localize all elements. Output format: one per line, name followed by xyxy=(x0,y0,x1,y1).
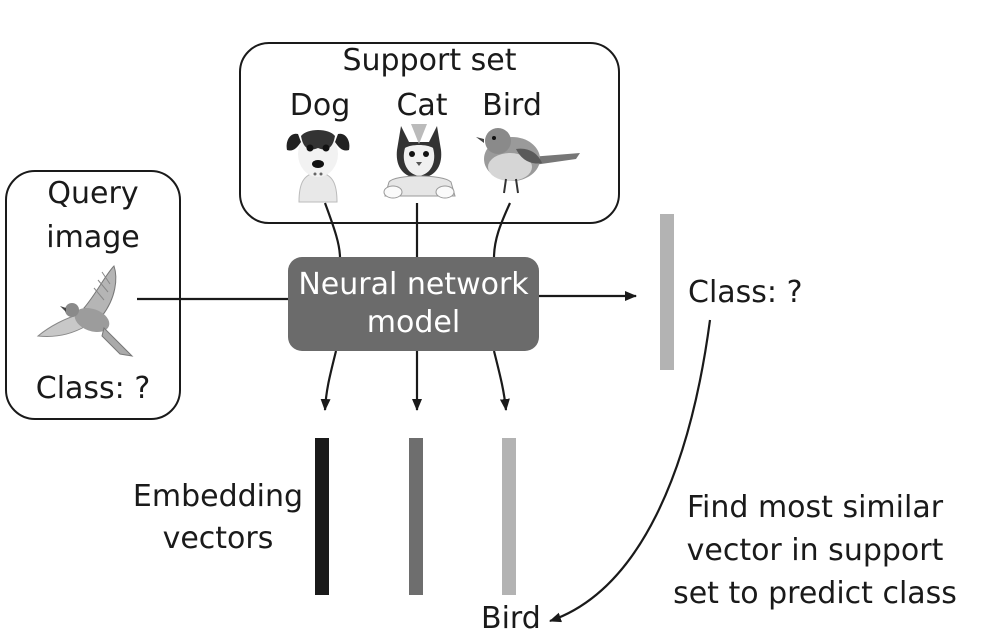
bird-embedding-vector xyxy=(502,438,516,595)
bird-to-model-line xyxy=(492,202,512,259)
query-class-label: Class: ? xyxy=(35,371,151,406)
query-title-line2: image xyxy=(46,220,140,255)
embedding-label-line2: vectors xyxy=(162,521,274,556)
annotation-line2: vector in support xyxy=(686,533,944,568)
neural-network-model-block: Neural network model xyxy=(288,257,539,351)
query-output-class-label: Class: ? xyxy=(688,275,803,310)
query-embedding-vector xyxy=(660,214,674,370)
support-label-cat: Cat xyxy=(396,88,448,123)
support-set-title: Support set xyxy=(342,43,517,78)
predicted-class-label: Bird xyxy=(481,601,541,636)
support-set-box xyxy=(239,42,620,224)
cat-embedding-vector xyxy=(409,438,423,595)
annotation-line3: set to predict class xyxy=(673,576,957,611)
bird-photo-icon xyxy=(476,128,580,194)
dog-embedding-vector xyxy=(315,438,329,595)
support-label-dog: Dog xyxy=(289,88,351,123)
cat-photo-icon xyxy=(383,124,456,199)
model-label-line1: Neural network xyxy=(298,267,529,302)
model-to-dog-vector-arrow xyxy=(320,350,338,411)
annotation-line1: Find most similar xyxy=(686,490,944,525)
model-label-line2: model xyxy=(366,305,461,340)
support-label-bird: Bird xyxy=(482,88,542,123)
query-box xyxy=(5,170,181,420)
dog-photo-icon xyxy=(286,130,350,203)
model-to-bird-vector-arrow xyxy=(492,350,510,411)
query-title-line1: Query xyxy=(47,176,139,211)
flying-bird-photo-icon xyxy=(36,265,134,357)
embedding-label-line1: Embedding xyxy=(132,479,304,514)
similarity-arrow xyxy=(549,319,712,623)
dog-to-model-line xyxy=(323,202,342,259)
